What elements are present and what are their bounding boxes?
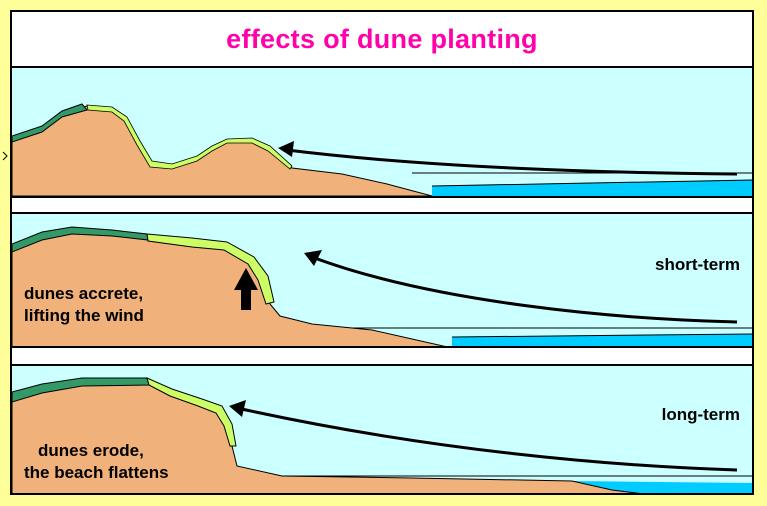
stray-mark: [2, 151, 8, 161]
new-vegetation: [146, 233, 275, 305]
water-line: [451, 333, 752, 338]
caption-line-1: dunes erode,: [38, 441, 144, 460]
sea: [432, 180, 752, 196]
new-vegetation: [86, 104, 293, 170]
wind-arrow-head: [278, 141, 294, 157]
sea: [572, 481, 752, 493]
wind-arrow: [236, 406, 738, 472]
caption-line-1: dunes accrete,: [24, 284, 144, 303]
profile-initial: [12, 103, 752, 196]
profile-short-term: [12, 226, 752, 346]
wind-arrow: [311, 255, 738, 324]
diagram-title: effects of dune planting: [226, 23, 538, 54]
diagram-frame: effects of dune planting short-term: [10, 10, 754, 495]
panel-long-term: long-term dunes erode, the beach flatten…: [12, 364, 752, 493]
title-bar: effects of dune planting: [12, 12, 752, 68]
tag-long-term: long-term: [661, 405, 740, 424]
tag-short-term: short-term: [654, 255, 740, 274]
caption-line-2: the beach flattens: [24, 463, 169, 482]
caption-line-2: lifting the wind: [24, 306, 144, 325]
new-vegetation: [146, 377, 237, 447]
wind-arrow-head: [229, 400, 246, 417]
panel-short-term: short-term dunes accrete, lifting the wi…: [12, 212, 752, 348]
dune-sand: [12, 105, 433, 196]
panel-initial: [12, 66, 752, 198]
sea: [452, 334, 752, 346]
old-vegetation: [12, 103, 88, 143]
wind-arrow: [286, 148, 738, 176]
wind-arrow-head: [304, 250, 322, 266]
profile-long-term: [12, 377, 752, 493]
water-line: [431, 179, 752, 187]
accretion-arrow-icon: [234, 268, 258, 310]
